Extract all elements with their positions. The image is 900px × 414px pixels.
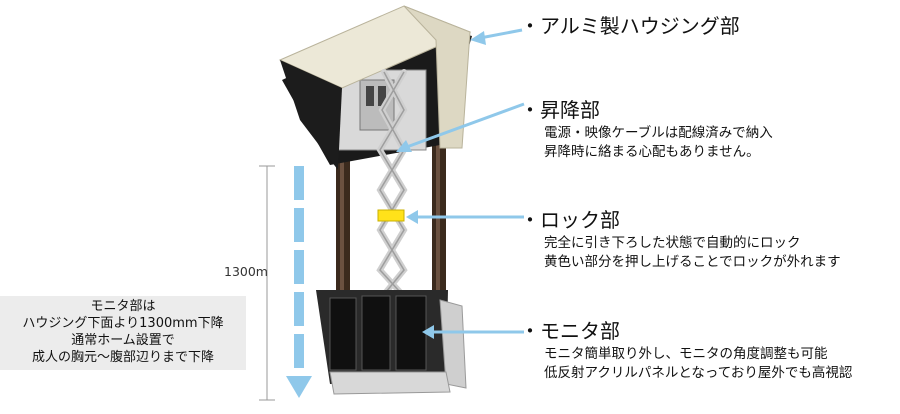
descent-note-box: モニタ部は ハウジング下面より1300mm下降 通常ホーム設置で 成人の胸元～腹… [0, 296, 246, 370]
lift-desc-line-1: 電源・映像ケーブルは配線済みで納入 [544, 125, 773, 141]
descent-arrow [286, 166, 312, 398]
callout-arrows [396, 28, 525, 339]
lock-latch [377, 209, 405, 222]
height-dimension-label: 1300m [224, 264, 268, 279]
lift-desc-line-2: 昇降時に絡まる心配もありません。 [544, 144, 760, 160]
lock-desc-line-1: 完全に引き下ろした状態で自動的にロック [544, 235, 801, 251]
note-line-1: モニタ部は [90, 299, 156, 314]
housing-title: ・アルミ製ハウジング部 [520, 14, 740, 38]
note-line-3: 通常ホーム設置で [71, 333, 175, 348]
lock-title: ・ロック部 [520, 208, 620, 232]
lock-desc-line-2: 黄色い部分を押し上げることでロックが外れます [544, 254, 841, 270]
monitor-desc-line-1: モニタ簡単取り外し、モニタの角度調整も可能 [544, 346, 828, 362]
lift-title: ・昇降部 [520, 98, 600, 122]
note-line-2: ハウジング下面より1300mm下降 [22, 316, 224, 331]
monitor-title: ・モニタ部 [520, 319, 620, 343]
note-line-4: 成人の胸元～腹部辺りまで下降 [31, 350, 214, 365]
monitor-unit [316, 290, 467, 395]
monitor-desc-line-2: 低反射アクリルパネルとなっており屋外でも高視認 [544, 365, 853, 381]
